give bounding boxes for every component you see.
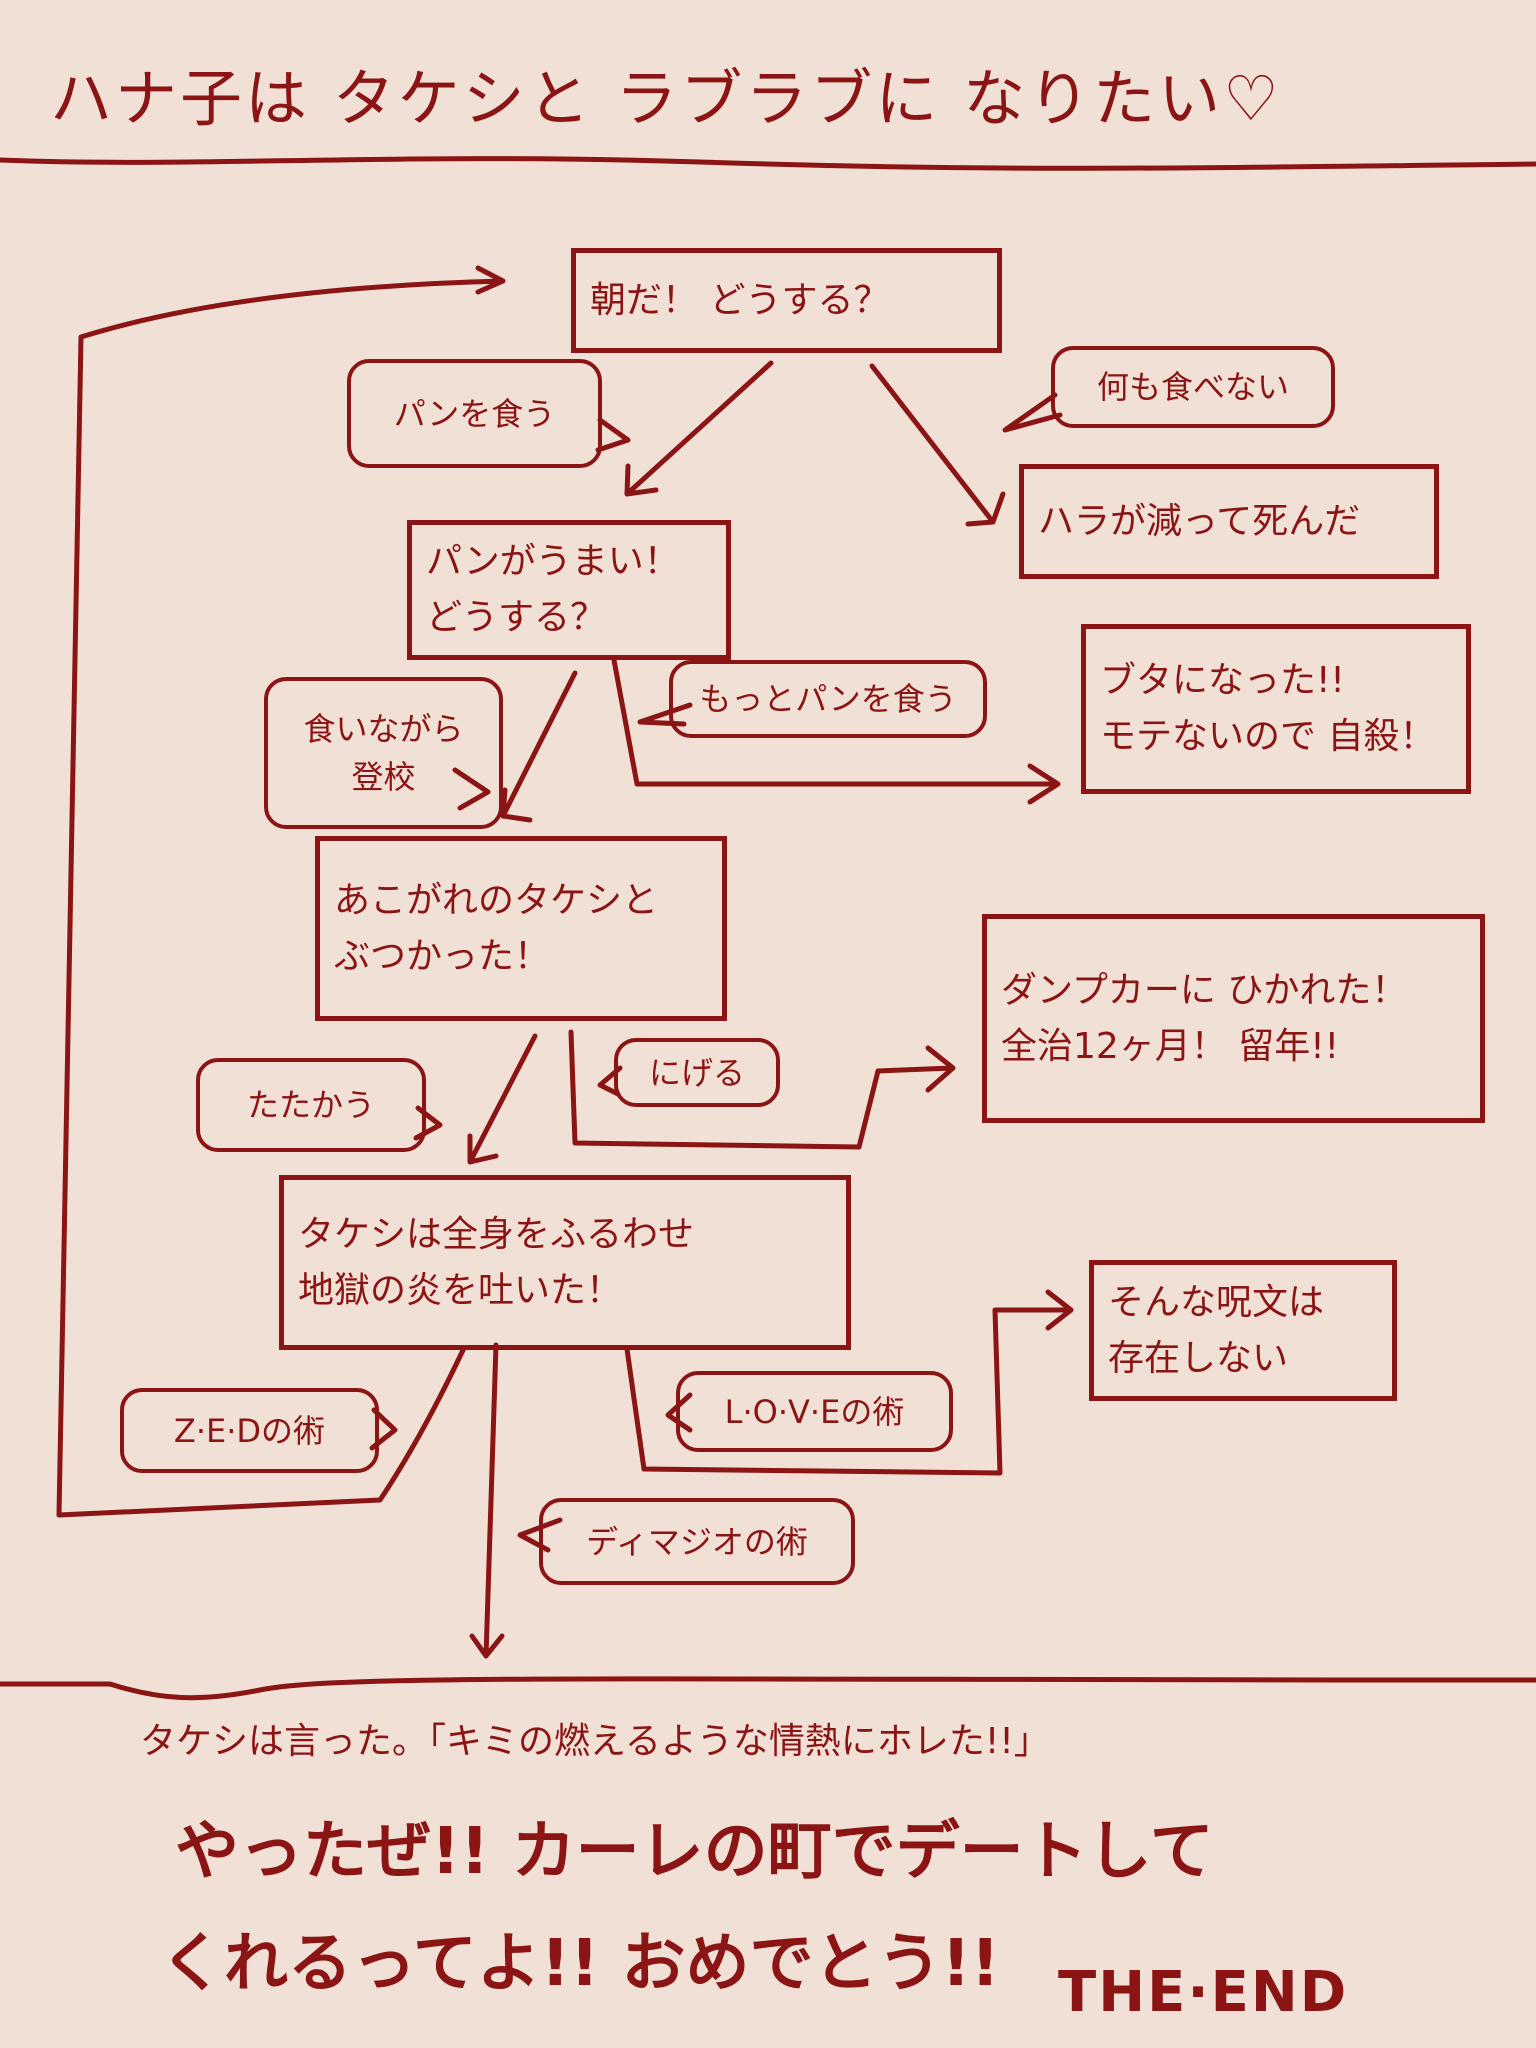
node-text: そんな呪文は (1108, 1281, 1325, 1323)
node-text: ぶつかった！ (334, 935, 551, 977)
node-text: タケシは全身をふるわせ (298, 1213, 695, 1255)
ending-quote: タケシは言った。「キミの燃えるような情熱にホレた!!」 (140, 1721, 1050, 1762)
divider-line (0, 1676, 1536, 1701)
node-starved: ハラが減って死んだ (1019, 464, 1439, 579)
node-text: 存在しない (1108, 1337, 1289, 1379)
node-text: あこがれのタケシと (334, 879, 659, 921)
choice-text: にげる (648, 1053, 745, 1092)
choice-text: L·O·V·Eの術 (724, 1392, 905, 1431)
loop-arrow (56, 265, 506, 1518)
choice-text: もっとパンを食う (699, 680, 957, 718)
bubble-tails (369, 392, 1063, 1553)
arrow-fight (467, 1033, 538, 1165)
choice-eat-bread: パンを食う (347, 359, 602, 468)
choice-eat-walking: 食いながら 登校 (264, 677, 503, 829)
the-end: THE·END (1058, 1960, 1349, 2025)
choice-love: L·O·V·Eの術 (676, 1371, 953, 1452)
choice-fight: たたかう (196, 1058, 426, 1152)
choice-text: ディマジオの術 (586, 1522, 808, 1561)
node-bread-good: パンがうまい！ どうする？ (407, 520, 731, 660)
choice-text: たたかう (246, 1086, 375, 1124)
node-text: どうする？ (426, 597, 607, 638)
arrow-dimaggio (469, 1342, 505, 1659)
choice-text: Z·E·Dの術 (173, 1411, 326, 1450)
node-text: パンがうまい！ (426, 541, 680, 583)
choice-eat-more: もっとパンを食う (669, 660, 987, 738)
choice-text: 食いながら (303, 710, 464, 748)
choice-text: 登校 (351, 758, 416, 796)
node-morning: 朝だ！ どうする？ (571, 248, 1002, 353)
node-text: 朝だ！ どうする？ (590, 279, 890, 321)
choice-text: パンを食う (393, 394, 556, 433)
node-text: ダンプカーに ひかれた！ (1001, 969, 1408, 1011)
node-text: モテないので 自殺！ (1100, 716, 1436, 757)
node-text: 地獄の炎を吐いた！ (298, 1269, 623, 1311)
node-text: ブタになった!! (1100, 660, 1345, 702)
node-bump: あこがれのタケシと ぶつかった！ (315, 836, 727, 1021)
choice-eat-nothing: 何も食べない (1051, 346, 1335, 428)
node-no-spell: そんな呪文は 存在しない (1089, 1260, 1397, 1401)
choice-dimaggio: ディマジオの術 (539, 1498, 855, 1585)
node-pig: ブタになった!! モテないので 自殺！ (1081, 624, 1471, 794)
node-text: ハラが減って死んだ (1038, 500, 1361, 542)
arrow-zed (56, 1345, 467, 1518)
arrow-eat-nothing (869, 363, 1006, 527)
arrow-love (624, 1289, 1074, 1476)
arrow-flee (568, 1029, 956, 1150)
ending-line-2: くれるってよ!! おめでとう!! (160, 1927, 1000, 2001)
arrow-eat-more (611, 657, 1061, 805)
choice-text: 何も食べない (1096, 368, 1289, 406)
choice-zed: Z·E·Dの術 (120, 1388, 379, 1473)
node-truck: ダンプカーに ひかれた！ 全治12ヶ月！ 留年!! (982, 914, 1485, 1123)
choice-flee: にげる (614, 1038, 780, 1107)
arrow-walking (500, 670, 578, 823)
arrow-eat-bread (624, 360, 774, 497)
node-fire: タケシは全身をふるわせ 地獄の炎を吐いた！ (279, 1175, 851, 1350)
node-text: 全治12ヶ月！ 留年!! (1001, 1025, 1340, 1067)
title-underline (0, 156, 1536, 171)
ending-line-1: やったぜ!! カーレの町でデートして (175, 1815, 1214, 1889)
page-title: ハナ子は タケシと ラブラブに なりたい♡ (50, 62, 1282, 135)
